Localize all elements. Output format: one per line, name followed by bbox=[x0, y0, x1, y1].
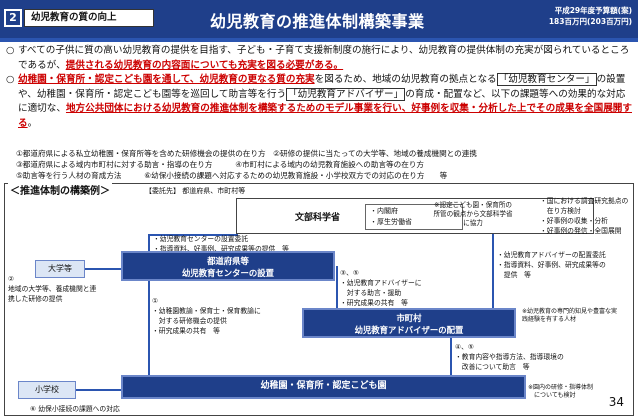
bullet-icon: ○ bbox=[6, 45, 15, 56]
support-num: ③、⑤ bbox=[340, 269, 359, 277]
center-note-2: ・指導資料、好事例、研究成果等の提供 等 bbox=[153, 245, 289, 253]
advisor-placement-2: ・指導資料、好事例、研究成果等の bbox=[497, 261, 606, 269]
university-notes: ② 地域の大学等、養成機関と連 携した研修の提供 bbox=[8, 274, 118, 304]
national-role-3: ・好事例の収集・分析 bbox=[540, 217, 608, 225]
budget-line-1: 平成29年度予算額(案) bbox=[554, 6, 632, 15]
arrow-municipality-to-schools bbox=[450, 338, 452, 375]
training-note-3: ・研究成果の共有 等 bbox=[152, 327, 220, 335]
advisor-definition: ※幼児教育の専門的知見や豊富な実践経験を有する人材 bbox=[522, 308, 618, 323]
center-note-1: ・幼児教育センターの設置委託 bbox=[153, 235, 249, 243]
advisor-placement-notes: ・幼児教育アドバイザーの配置委託 ・指導資料、好事例、研究成果等の 提供 等 bbox=[497, 250, 631, 280]
p2-text-a: を図るため、地域の幼児教育の拠点となる bbox=[314, 74, 497, 86]
training-note-1: ・幼稚園教諭・保育士・保育教諭に bbox=[152, 307, 261, 315]
p2-highlight-2: 地方公共団体における幼児教育の推進体制を構築するためのモデル事業を行い、好事例を… bbox=[18, 103, 632, 129]
support-notes: ③、⑤ ・幼児教育アドバイザーに 対する助言・援助 ・研究成果の共有 等 bbox=[340, 268, 460, 308]
transition-note: ⑥ 幼保小接続の課題への対応 bbox=[30, 405, 120, 413]
budget-info: 平成29年度予算額(案) 183百万円(203百万円) bbox=[549, 5, 632, 27]
national-role-2: 在り方検討 bbox=[540, 207, 581, 215]
commission-label: 【委託先】 都道府県、市町村等 bbox=[145, 187, 246, 195]
kindergarten-box: 幼稚園・保育所・認定こども園 bbox=[121, 375, 526, 399]
university-note-1: 地域の大学等、養成機関と連 bbox=[8, 285, 97, 293]
university-note-2: 携した研修の提供 bbox=[8, 295, 63, 303]
center-term: 「幼児教育センター」 bbox=[496, 73, 597, 87]
mext-note: ※認定こども園・保育所の所管の観点から文部科学省に協力 bbox=[433, 201, 513, 227]
mext-box: 文部科学省 ・内閣府 ・厚生労働省 ※認定こども園・保育所の所管の観点から文部科… bbox=[236, 198, 594, 234]
structure-diagram bbox=[4, 183, 634, 416]
arrow-elementary-link bbox=[76, 389, 121, 391]
training-notes: ① ・幼稚園教諭・保育士・保育教諭に 対する研修機会の提供 ・研究成果の共有 等 bbox=[152, 296, 302, 336]
advisor-placement-label: 幼児教育アドバイザーの配置 bbox=[354, 325, 464, 335]
p2-text-c: の育成・配置など、以下の課題等への効果的な対応に適切な、 bbox=[18, 88, 626, 115]
description: ○ すべての子供に質の高い幼児教育の提供を目指す、子ども・子育て支援新制度の施行… bbox=[6, 44, 632, 132]
partner-ministries: ・内閣府 ・厚生労働省 bbox=[365, 204, 463, 230]
category-tag: 幼児教育の質の向上 bbox=[24, 9, 154, 27]
national-role-4: ・好事例の発信・全国展開 bbox=[540, 227, 622, 235]
diagram-title: ＜推進体制の構築例＞ bbox=[8, 182, 112, 197]
p1-text: すべての子供に質の高い幼児教育の提供を目指す、子ども・子育て支援新制度の施行によ… bbox=[18, 45, 630, 71]
p2-end: 。 bbox=[27, 117, 38, 129]
school-note-2: についても検討 bbox=[528, 392, 576, 399]
p2-highlight-1: 幼稚園・保育所・認定こども園を通して、幼児教育の更なる質の充実 bbox=[18, 74, 315, 86]
arrow-mext-horizontal bbox=[148, 234, 238, 236]
advice-note-2: 改善について助言 等 bbox=[455, 363, 530, 371]
support-note-3: ・研究成果の共有 等 bbox=[340, 299, 408, 307]
training-note-2: 対する研修機会の提供 bbox=[152, 317, 227, 325]
university-num: ② bbox=[8, 275, 15, 283]
advisor-placement-3: 提供 等 bbox=[497, 271, 531, 279]
header-bar: 2 幼児教育の質の向上 幼児教育の推進体制構築事業 平成29年度予算額(案) 1… bbox=[0, 0, 638, 38]
page-number: 34 bbox=[608, 395, 624, 409]
header-underline bbox=[0, 38, 638, 42]
advisor-placement-1: ・幼児教育アドバイザーの配置委託 bbox=[497, 251, 606, 259]
arrow-univ-center bbox=[85, 268, 121, 270]
municipality-label: 市町村 bbox=[396, 313, 422, 323]
elementary-school-box: 小学校 bbox=[18, 381, 76, 399]
p2-text-b: の設置や、幼稚園・保育所・認定こども園等を巡回して助言等を行う bbox=[18, 74, 626, 100]
municipality-advisor-box: 市町村 幼児教育アドバイザーの配置 bbox=[302, 308, 516, 338]
advisor-term: 「幼児教育アドバイザー」 bbox=[286, 87, 406, 101]
center-setup-label: 幼児教育センターの設置 bbox=[181, 268, 275, 278]
university-box: 大学等 bbox=[35, 260, 85, 278]
task-row-2: ③都道府県による域内市町村に対する助言・指導の在り方 ④市町村による域内の幼児教… bbox=[16, 160, 425, 169]
task-row-1: ①都道府県による私立幼稚園・保育所等を含めた研修機会の提供の在り方 ②研修の提供… bbox=[16, 149, 477, 158]
section-number-badge: 2 bbox=[4, 9, 22, 27]
advice-num: ④、⑤ bbox=[455, 343, 474, 351]
partner-cabinet: ・内閣府 bbox=[370, 207, 398, 215]
school-notes: ※園内の研修・指導体制 についても検討 bbox=[528, 384, 618, 400]
prefecture-center-box: 都道府県等 幼児教育センターの設置 bbox=[121, 251, 335, 281]
budget-line-2: 183百万円(203百万円) bbox=[548, 17, 632, 26]
prefecture-label: 都道府県等 bbox=[207, 256, 249, 266]
center-notes: ・幼児教育センターの設置委託 ・指導資料、好事例、研究成果等の提供 等 bbox=[153, 234, 353, 254]
task-list: ①都道府県による私立幼稚園・保育所等を含めた研修機会の提供の在り方 ②研修の提供… bbox=[16, 148, 626, 181]
arrow-center-to-schools bbox=[148, 281, 150, 375]
national-role-1: ・国における調査研究拠点の bbox=[540, 197, 629, 205]
arrow-center-to-municipality bbox=[336, 266, 338, 308]
description-paragraph-1: ○ すべての子供に質の高い幼児教育の提供を目指す、子ども・子育て支援新制度の施行… bbox=[6, 44, 632, 73]
bullet-icon: ○ bbox=[6, 74, 15, 86]
advice-note-1: ・教育内容や指導方法、指導環境の bbox=[455, 353, 564, 361]
arrow-mext-to-municipality bbox=[492, 234, 494, 308]
p1-highlight: 提供される幼児教育の内容面についても充実を図る必要がある。 bbox=[65, 59, 344, 71]
national-roles: ・国における調査研究拠点の 在り方検討 ・好事例の収集・分析 ・好事例の発信・全… bbox=[540, 196, 634, 236]
support-note-1: ・幼児教育アドバイザーに bbox=[340, 279, 422, 287]
page-title: 幼児教育の推進体制構築事業 bbox=[210, 12, 425, 31]
support-note-2: 対する助言・援助 bbox=[340, 289, 402, 297]
advice-notes: ④、⑤ ・教育内容や指導方法、指導環境の 改善について助言 等 bbox=[455, 342, 625, 372]
description-paragraph-2: ○ 幼稚園・保育所・認定こども園を通して、幼児教育の更なる質の充実を図るため、地… bbox=[6, 73, 632, 131]
school-note-1: ※園内の研修・指導体制 bbox=[528, 384, 594, 391]
training-num: ① bbox=[152, 297, 159, 305]
partner-mhlw: ・厚生労働省 bbox=[370, 218, 412, 226]
arrow-mext-to-center bbox=[148, 234, 150, 251]
mext-label: 文部科学省 bbox=[295, 213, 341, 223]
task-row-3: ⑤助言等を行う人材の育成方法 ⑥幼保小接続の課題へ対応するための幼児教育施設・小… bbox=[16, 171, 448, 180]
